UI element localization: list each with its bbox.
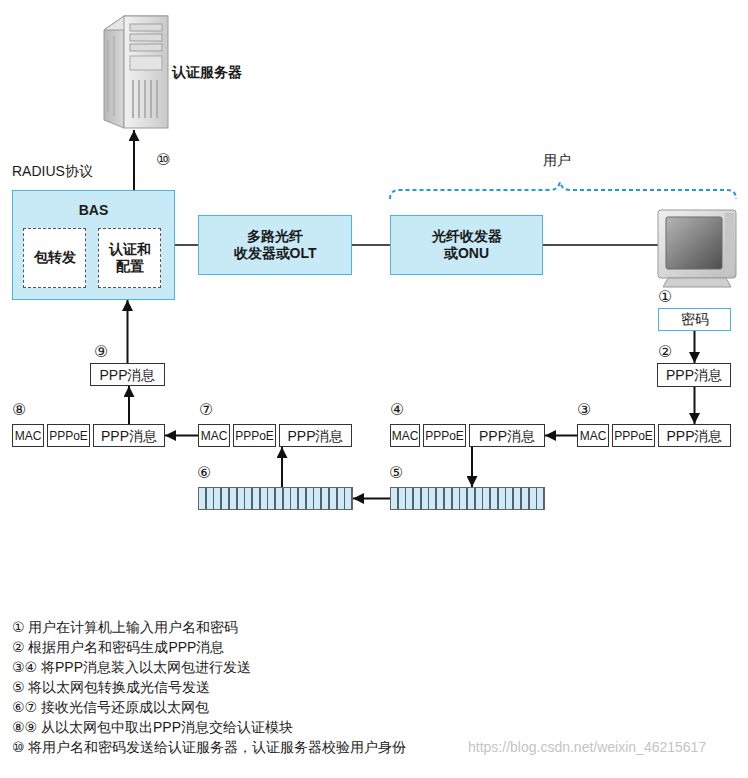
box-label: MAC <box>15 430 42 442</box>
callout-number: ⑦ <box>199 400 213 419</box>
box-label: MAC <box>392 430 419 442</box>
function-box: 包转发 <box>23 228 86 288</box>
mac-header-box: MAC <box>577 424 609 447</box>
link-line <box>175 244 198 246</box>
server-node: 认证服务器 <box>100 12 168 130</box>
ppp-message-box: PPP消息 <box>93 424 165 447</box>
ppp-message-box: PPP消息 <box>469 424 545 447</box>
pppoe-header-box: PPPoE <box>233 424 276 447</box>
flow-arrow <box>471 447 473 487</box>
box-label: 认证和 配置 <box>106 241 154 276</box>
box-label: BAS <box>13 202 174 220</box>
callout-number: ⑩ <box>156 150 170 169</box>
pppoe-header-box: PPPoE <box>423 424 466 447</box>
mac-header-box: MAC <box>390 424 420 447</box>
flow-arrow <box>281 447 283 487</box>
step-note: ② 根据用户名和密码生成PPP消息 <box>12 639 224 656</box>
callout-number: ③ <box>577 400 591 419</box>
bas-box: BAS 包转发 认证和 配置 <box>12 190 175 300</box>
password-box: 密码 <box>658 308 731 331</box>
box-label: ⑥ <box>197 463 211 483</box>
flow-arrow <box>133 130 135 190</box>
box-label: 密码 <box>681 311 709 329</box>
box-label: PPP消息 <box>666 368 722 382</box>
olt-box: 多路光纤 收发器或OLT <box>198 215 352 275</box>
network-cable <box>543 244 658 246</box>
watermark: https://blog.csdn.net/weixin_46215617 <box>468 739 706 756</box>
mac-header-box: MAC <box>12 424 44 447</box>
box-label: PPP消息 <box>287 429 343 443</box>
box-label: MAC <box>201 430 228 442</box>
box-label: PPPoE <box>614 430 653 442</box>
server-illustration <box>104 16 168 128</box>
pppoe-header-box: PPPoE <box>47 424 90 447</box>
ppp-message-box: PPP消息 <box>279 424 352 447</box>
link-line <box>352 244 390 246</box>
flow-arrow <box>694 331 696 363</box>
callout-number: ⑧ <box>12 400 26 419</box>
box-label: 包转发 <box>34 249 76 267</box>
onu-box: 光纤收发器 或ONU <box>390 215 543 275</box>
callout-number: ② <box>658 342 672 361</box>
callout-number: ① <box>658 287 672 306</box>
box-label: 多路光纤 收发器或OLT <box>228 228 322 263</box>
user-bracket <box>390 182 736 199</box>
ppp-message-box: PPP消息 <box>658 424 731 447</box>
function-box: 认证和 配置 <box>98 228 161 288</box>
step-note: ① 用户在计算机上输入用户名和密码 <box>12 619 238 636</box>
step-note: ⑧⑨ 从以太网包中取出PPP消息交给认证模块 <box>12 719 293 736</box>
box-label: PPP消息 <box>99 368 155 382</box>
box-label: MAC <box>580 430 607 442</box>
ppp-message-box: PPP消息 <box>657 363 731 387</box>
box-label: PPPoE <box>49 430 88 442</box>
step-note: ③④ 将PPP消息装入以太网包进行发送 <box>12 659 251 676</box>
flow-arrow <box>127 300 129 363</box>
ppp-message-box: PPP消息 <box>90 363 165 386</box>
box-label: PPP消息 <box>666 429 722 443</box>
callout-number: ⑨ <box>94 342 108 361</box>
box-label: 光纤收发器 或ONU <box>427 228 507 263</box>
box-label: PPPoE <box>425 430 464 442</box>
step-note: ⑤ 将以太网包转换成光信号发送 <box>12 679 210 696</box>
box-label: PPP消息 <box>479 429 535 443</box>
box-label: PPPoE <box>235 430 274 442</box>
optical-signal-bar: ⑤ <box>390 487 545 510</box>
flow-arrow <box>128 386 130 424</box>
box-label: ⑤ <box>389 463 403 483</box>
pppoe-header-box: PPPoE <box>612 424 655 447</box>
flow-arrow <box>545 435 577 437</box>
mac-header-box: MAC <box>198 424 230 447</box>
computer-illustration <box>658 210 736 287</box>
callout-number: ④ <box>390 400 404 419</box>
box-label: 认证服务器 <box>172 64 242 82</box>
step-note: ⑥⑦ 接收光信号还原成以太网包 <box>12 699 209 716</box>
flow-arrow <box>694 387 696 424</box>
optical-signal-bar: ⑥ <box>198 487 353 510</box>
flow-arrow <box>353 498 390 500</box>
protocol-label: RADIUS协议 <box>12 163 93 180</box>
flow-arrow <box>165 435 198 437</box>
box-label: PPP消息 <box>101 429 157 443</box>
group-label: 用户 <box>543 152 571 169</box>
step-note: ⑩ 将用户名和密码发送给认证服务器，认证服务器校验用户身份 <box>12 739 406 756</box>
